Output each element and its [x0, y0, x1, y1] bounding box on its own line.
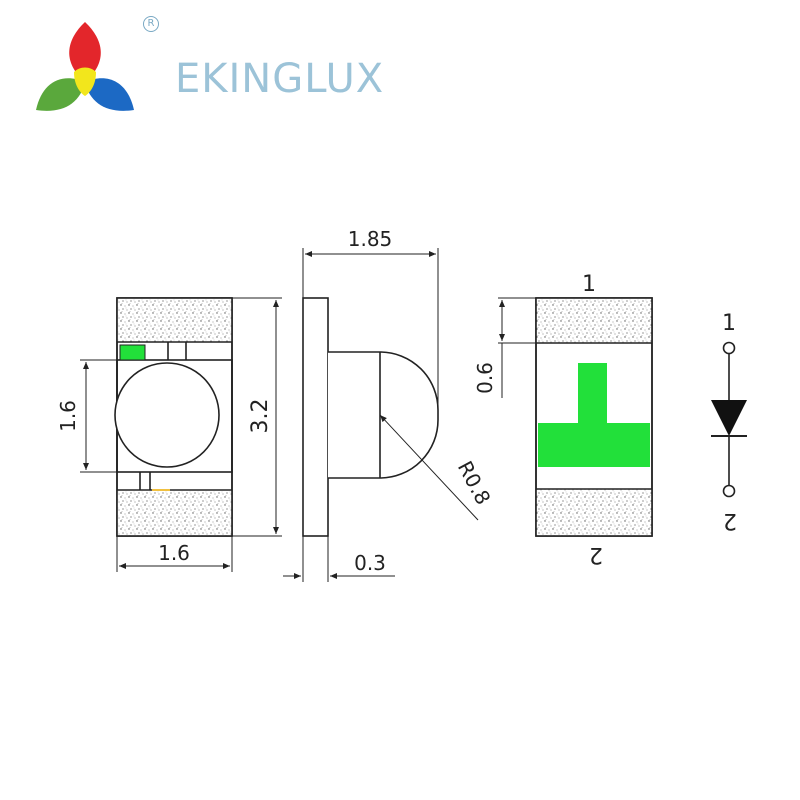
- logo-icon: [36, 22, 134, 111]
- top-width-label: 1.6: [158, 541, 190, 565]
- diode-symbol: [711, 341, 747, 498]
- side-base-label: 0.3: [354, 551, 386, 575]
- registered-mark: R: [143, 16, 159, 32]
- side-view: [283, 248, 479, 582]
- top-height-label: 3.2: [248, 399, 273, 434]
- chip-pad: [119, 344, 146, 361]
- brand-name: EKINGLUX: [175, 56, 385, 102]
- top-lens-label: 1.6: [56, 400, 80, 432]
- symbol-pin1-label: 1: [722, 311, 736, 336]
- bottom-pin2-label: 2: [589, 542, 603, 567]
- bottom-view: [498, 297, 653, 537]
- bottom-pin1-label: 1: [582, 272, 596, 297]
- polarity-mark: [538, 363, 650, 467]
- symbol-pin2-label: 2: [723, 508, 737, 533]
- side-radius-label: R0.8: [453, 457, 496, 509]
- bottom-pad-label: 0.6: [473, 362, 497, 394]
- top-view: [80, 297, 282, 572]
- side-depth-label: 1.85: [348, 227, 393, 251]
